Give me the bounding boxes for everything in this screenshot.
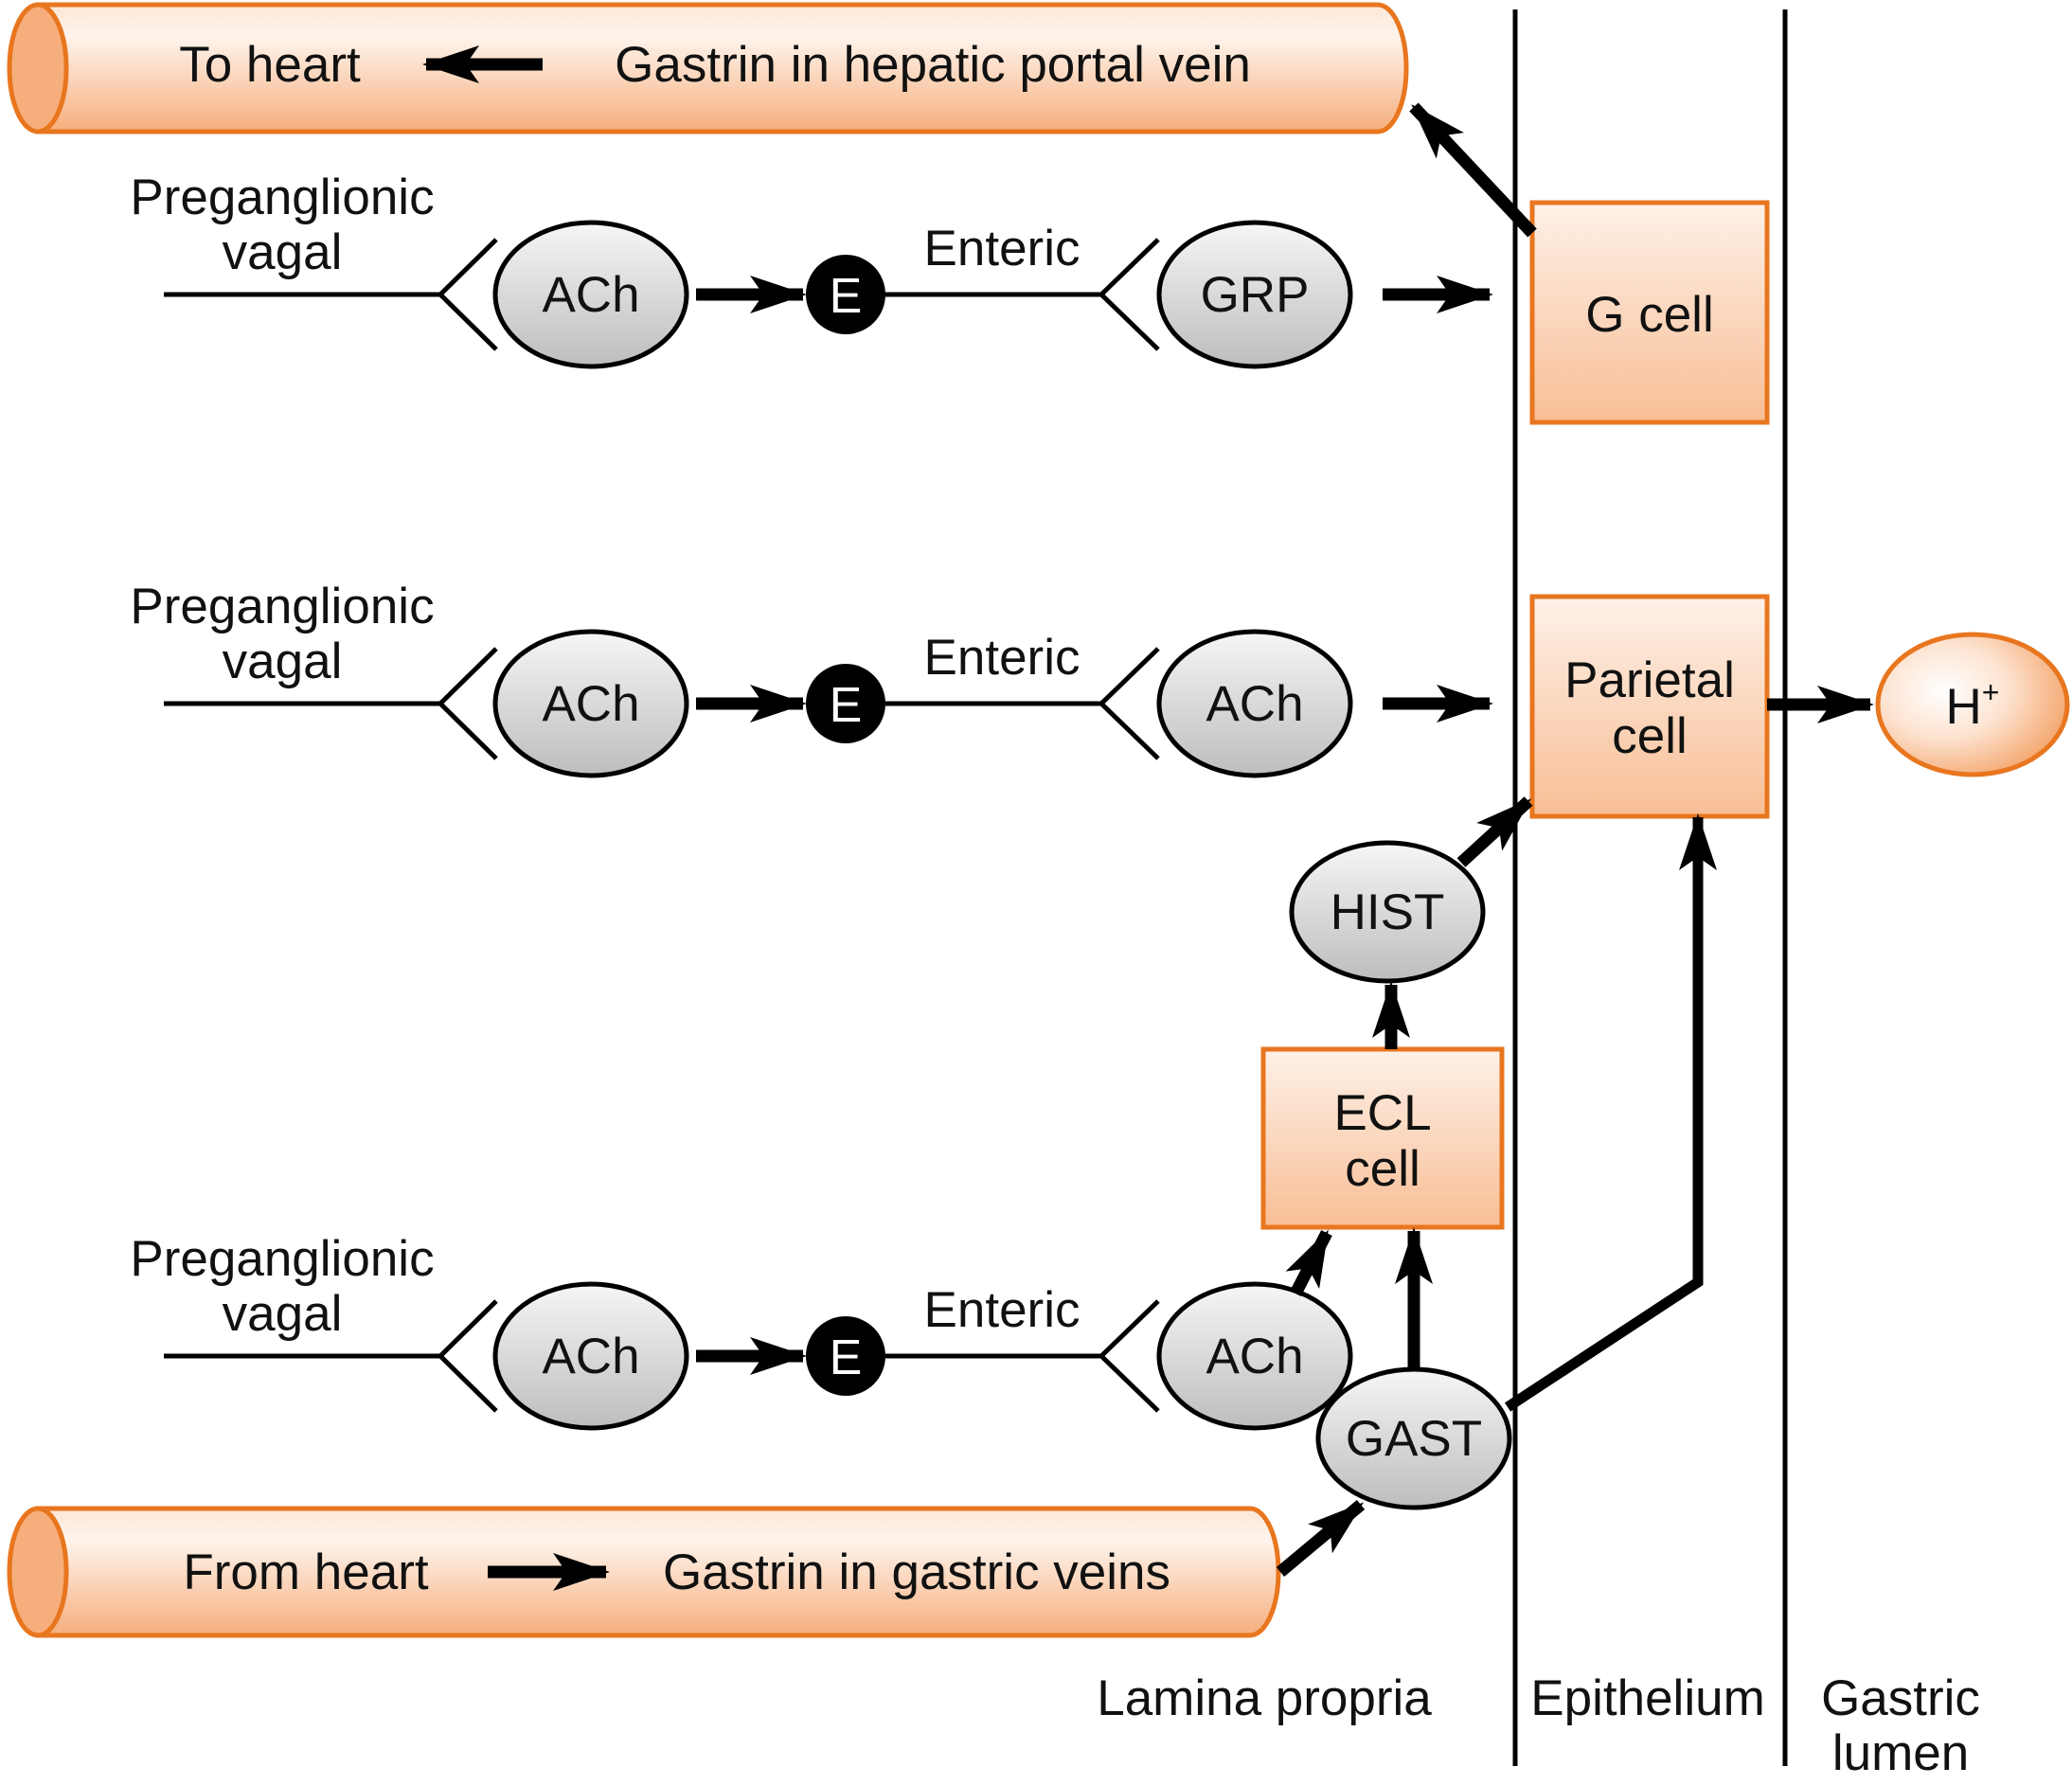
pathway-2-post-label: Enteric [924, 630, 1081, 686]
pathway-1-post-terminal [1098, 238, 1160, 351]
pathway-2-pre-label-line1: Preganglionic [130, 579, 434, 634]
pathway-2: Preganglionic vagal ACh E Enteric ACh [130, 579, 1493, 778]
ecl-cell-label-line1: ECL [1333, 1085, 1431, 1141]
pathway-3-post-transmitter-ellipse [1156, 1281, 1353, 1431]
to-heart-label: To heart [179, 37, 361, 93]
pathway-3-enteric-ganglion [806, 1316, 885, 1396]
g-cell-box [1529, 200, 1770, 425]
pathway-2-pre-transmitter-ellipse [492, 629, 689, 778]
gastric-vein-gastrin-label: Gastrin in gastric veins [663, 1544, 1170, 1600]
pathway-1-pre-terminal [437, 238, 498, 351]
lamina-propria-label: Lamina propria [1097, 1670, 1432, 1726]
pathway-3-pre-transmitter-ellipse [492, 1281, 689, 1431]
pathway-1: Preganglionic vagal ACh E Enteric GRP [130, 170, 1493, 369]
g-cell-label: G cell [1585, 287, 1713, 343]
gastric-veins: From heart Gastrin in gastric veins [7, 1506, 1281, 1638]
h-plus-ellipse [1875, 632, 2070, 777]
pathway-1-post-transmitter: GRP [1201, 267, 1310, 323]
pathway-3-pre-label-line2: vagal [223, 1286, 343, 1342]
epithelium-label: Epithelium [1530, 1670, 1764, 1726]
pathway-1-post-label: Enteric [924, 221, 1081, 277]
hist-to-parietal-arrow [1456, 796, 1533, 867]
parietal-cell-label-line1: Parietal [1564, 652, 1735, 708]
pathway-2-ganglion-label: E [830, 678, 863, 733]
pathway-3-ganglion-label: E [830, 1330, 863, 1385]
pathway-3-post-label: Enteric [924, 1282, 1081, 1338]
pathway-3-pre-label-line1: Preganglionic [130, 1231, 434, 1287]
pathway-2-pre-transmitter: ACh [542, 676, 639, 732]
hepatic-portal-vein: To heart Gastrin in hepatic portal vein [7, 2, 1409, 134]
portal-gastrin-label: Gastrin in hepatic portal vein [615, 37, 1251, 93]
pathway-3-pre-terminal [437, 1299, 498, 1413]
gastric-lumen-label-line1: Gastric [1821, 1670, 1980, 1726]
pathway-2-post-transmitter-ellipse [1156, 629, 1353, 778]
gastric-lumen-label-line2: lumen [1832, 1725, 1969, 1781]
pathway-1-pre-transmitter-ellipse [492, 220, 689, 369]
from-heart-label: From heart [183, 1544, 428, 1600]
pathway-2-post-terminal [1098, 647, 1160, 760]
pathway-3: Preganglionic vagal ACh E Enteric ACh [130, 1231, 1353, 1431]
pathway-2-pre-terminal [437, 647, 498, 760]
pathway-1-ganglion-label: E [830, 269, 863, 324]
pathway-1-enteric-ganglion [806, 255, 885, 334]
pathway-3-post-transmitter: ACh [1206, 1329, 1303, 1384]
pathway-1-pre-label-line2: vagal [223, 224, 343, 280]
ecl-cell-box [1260, 1046, 1505, 1230]
pathway-1-post-transmitter-ellipse [1156, 220, 1353, 369]
g-cell-to-portal-arrow [1409, 102, 1537, 238]
pathway-3-pre-transmitter: ACh [542, 1329, 639, 1384]
pathway-1-pre-label-line1: Preganglionic [130, 170, 434, 225]
pathway-1-pre-transmitter: ACh [542, 267, 639, 323]
hist-label: HIST [1331, 884, 1445, 940]
gast-to-parietal-arrow [1504, 813, 1717, 1412]
h-plus-label: H+ [1946, 675, 2000, 735]
vein-to-gast-arrow [1276, 1500, 1366, 1577]
pathway-2-enteric-ganglion [806, 664, 885, 743]
ach-to-ecl-arrow [1285, 1229, 1332, 1296]
ecl-cell-label-line2: cell [1345, 1141, 1420, 1197]
parietal-cell-label-line2: cell [1612, 708, 1688, 764]
pathway-3-post-terminal [1098, 1299, 1160, 1413]
pathway-2-post-transmitter: ACh [1206, 676, 1303, 732]
pathway-2-pre-label-line2: vagal [223, 634, 343, 689]
gast-label: GAST [1346, 1411, 1482, 1467]
